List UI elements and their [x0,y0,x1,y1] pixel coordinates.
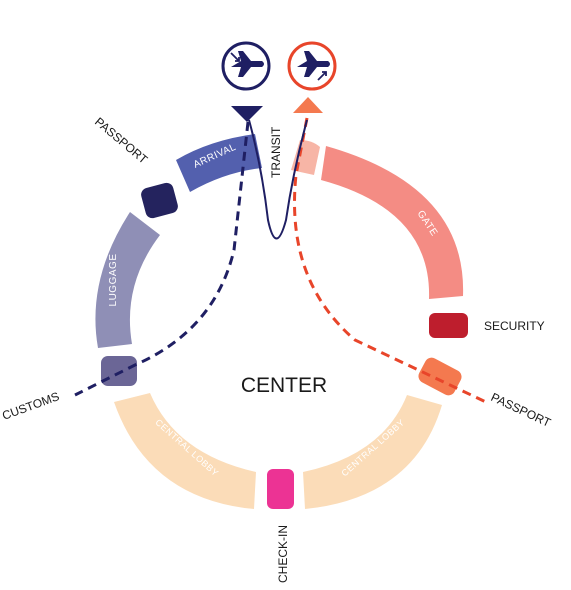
gate-zone[interactable] [321,146,464,299]
arrival-zone[interactable] [176,134,262,192]
transit-label: TRANSIT [269,126,283,178]
center-label: CENTER [241,374,327,397]
security-box[interactable] [429,313,468,338]
passport-departure-box[interactable] [416,355,464,398]
customs-label: CUSTOMS [0,389,61,423]
arrival-marker [231,106,263,122]
security-label: SECURITY [484,319,545,333]
luggage-zone[interactable] [95,212,160,348]
arrival-dashed-route [74,121,250,397]
departure-dashed-route [293,117,489,405]
transit-connector-route [248,119,308,240]
central-lobby-left-zone[interactable] [114,393,256,509]
customs-box[interactable] [101,356,137,386]
central-lobby-right-zone[interactable] [303,395,442,509]
passport-departure-label: PASSPORT [489,390,554,430]
svg-text:LUGGAGE: LUGGAGE [108,254,119,307]
plane-departure-icon[interactable] [287,41,337,91]
departure-marker [293,97,323,113]
passport-arrival-label: PASSPORT [92,115,151,167]
check-in-label: CHECK-IN [276,525,290,583]
passport-arrival-box[interactable] [140,181,180,219]
luggage-label: LUGGAGE [108,254,119,307]
plane-arrival-icon[interactable] [221,41,271,91]
check-in-box[interactable] [267,469,294,509]
